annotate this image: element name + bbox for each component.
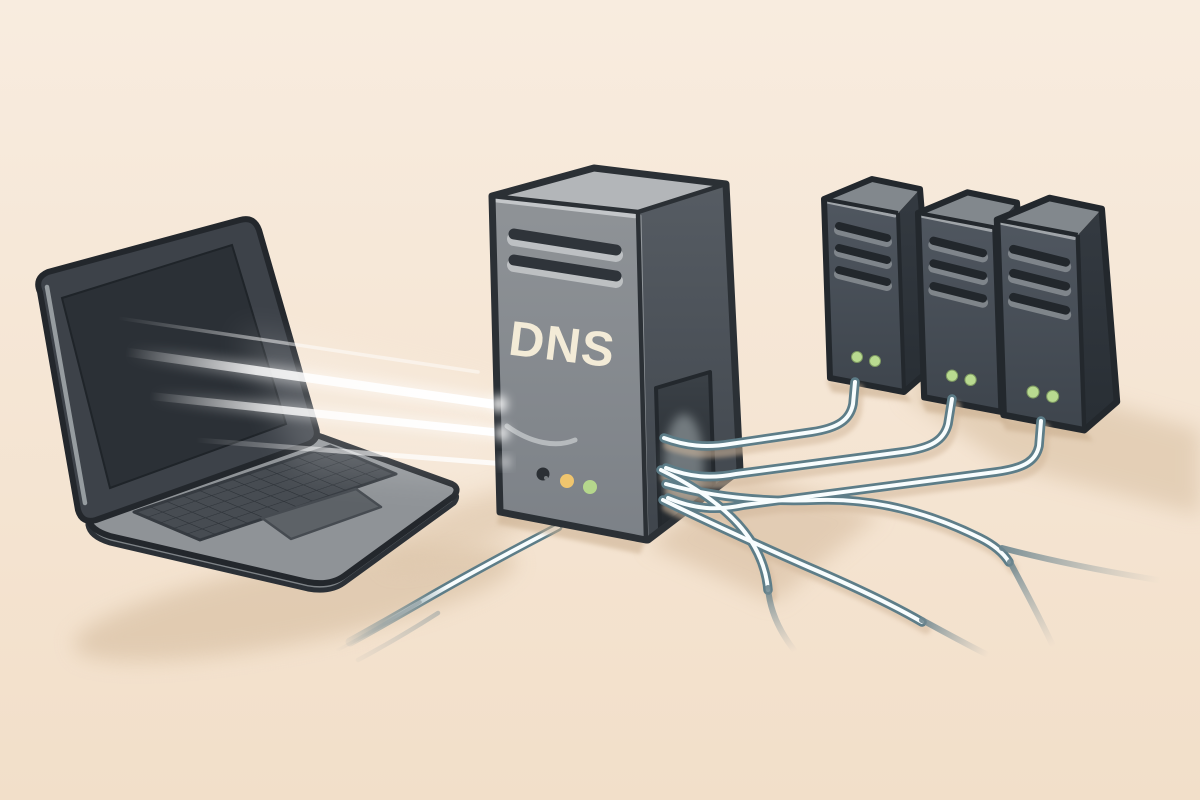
dns-edge-lines	[491, 181, 727, 541]
dns-front-top-bevel	[492, 197, 638, 219]
laptop-lid-edge-highlight	[44, 284, 88, 506]
query-beams	[116, 316, 510, 485]
dns-status-lights	[536, 467, 597, 494]
cable-fade-tail	[355, 610, 441, 663]
dns-label: DNS	[506, 312, 618, 379]
cable-fade-tail	[336, 600, 422, 652]
beam	[116, 316, 480, 374]
cable-dns-to-laptop	[336, 527, 558, 663]
cable-fade-tails	[765, 545, 1161, 657]
beam	[193, 437, 509, 467]
dns-swoosh	[504, 423, 578, 447]
dns-light-amber	[560, 474, 574, 488]
laptop-shadow	[74, 544, 516, 662]
dns-light-power-glint	[544, 476, 548, 480]
cables	[661, 382, 1161, 657]
dns-vents	[507, 228, 623, 288]
laptop-trackpad	[260, 487, 383, 541]
dns-light-green	[583, 480, 597, 494]
dns-contact-shadow	[497, 512, 646, 554]
beam	[121, 347, 504, 410]
beam-impact-glows	[491, 396, 510, 467]
beam	[146, 392, 506, 437]
backend-server-3	[997, 198, 1117, 441]
